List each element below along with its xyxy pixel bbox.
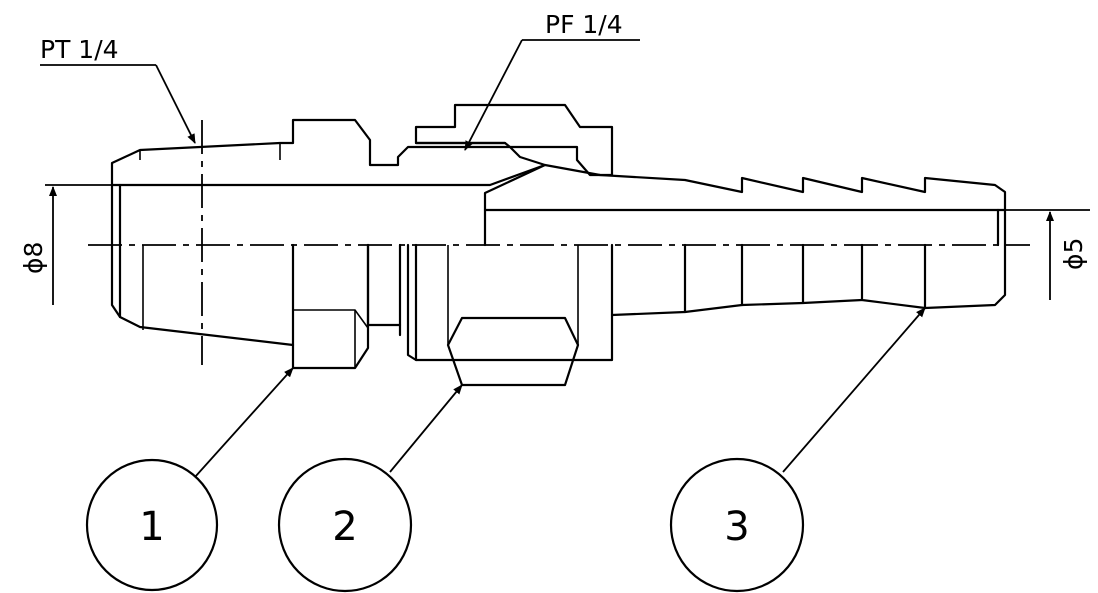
pt-callout: PT 1/4 [40,35,196,144]
pt-thread-label: PT 1/4 [40,35,119,64]
part-2-swivel-nut [406,103,614,387]
pf-thread-label: PF 1/4 [545,10,623,39]
part-3-hose-barb [483,163,1007,317]
balloon-2: 2 [277,384,463,593]
balloon-3: 3 [669,307,926,593]
balloon-1: 1 [85,367,294,592]
dia8-label: ϕ8 [19,242,48,274]
balloon-2-number: 2 [332,504,357,550]
pf-callout: PF 1/4 [464,10,640,151]
dia8-dimension: ϕ8 [19,184,112,305]
part-1-nipple [110,118,547,370]
dia5-label: ϕ5 [1059,238,1088,270]
balloon-1-number: 1 [139,504,164,550]
balloon-3-number: 3 [724,504,749,550]
dia5-dimension: ϕ5 [1005,209,1090,300]
